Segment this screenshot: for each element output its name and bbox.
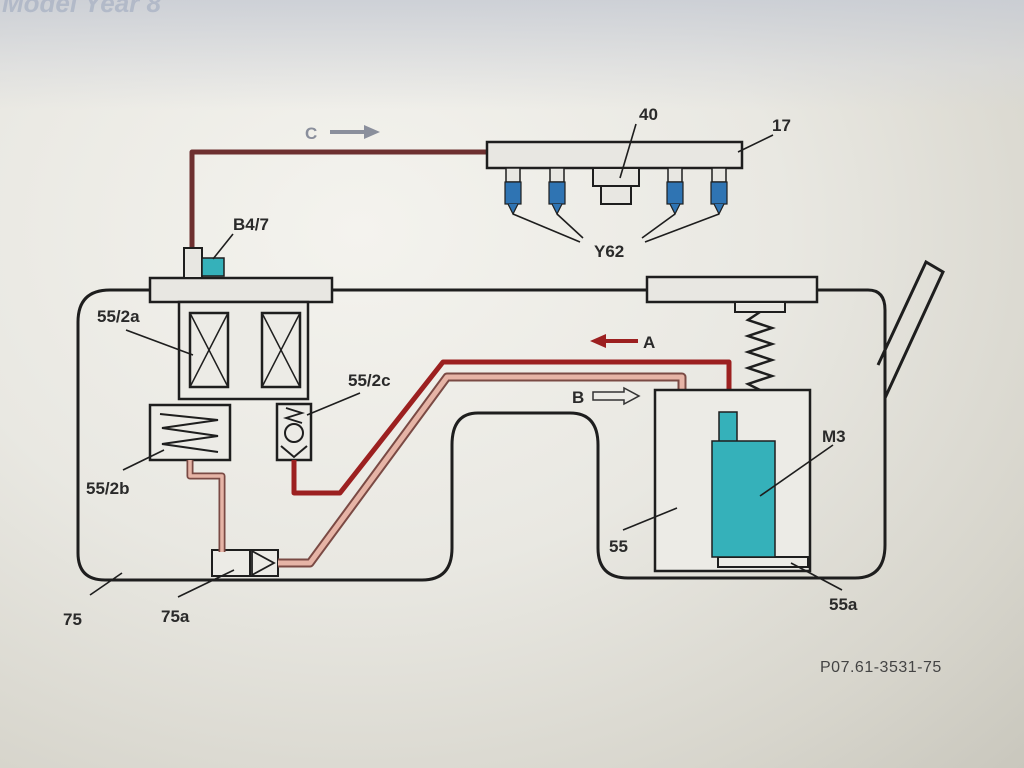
- filler-neck: [876, 259, 945, 399]
- damper-line: [186, 460, 226, 552]
- figure-code: P07.61-3531-75: [820, 659, 942, 676]
- filter-element-left: [188, 311, 230, 389]
- injector-4: [710, 167, 728, 216]
- label-fuel-rail-feed-c: C: [305, 124, 317, 143]
- label-jet-pump: 75a: [161, 607, 190, 626]
- right-flange: [645, 275, 819, 304]
- rail-feed-line: [189, 149, 490, 250]
- filter-element-right: [260, 311, 302, 389]
- page-header: Model Year 8: [2, 0, 161, 18]
- fuel-pump: [711, 440, 776, 558]
- label-swirl-pot: 55: [609, 537, 628, 556]
- label-fuel-tank: 75: [63, 610, 82, 629]
- label-pressure-regulator: 40: [639, 105, 658, 124]
- label-flow-a: A: [643, 333, 655, 352]
- outlet-fitting: [183, 247, 203, 279]
- label-fuel-pressure-sensor: B4/7: [233, 215, 269, 234]
- injector-3: [666, 167, 684, 216]
- label-injectors: Y62: [594, 242, 624, 261]
- flow-arrow-b: [592, 386, 641, 406]
- flow-arrow-c: [330, 125, 380, 139]
- injector-2: [548, 167, 566, 216]
- label-fuel-pump: M3: [822, 427, 846, 446]
- spring-plate: [734, 301, 786, 313]
- supply-line: [291, 359, 732, 496]
- pressure-regulator: [592, 167, 640, 187]
- label-flow-b: B: [572, 388, 584, 407]
- filter-housing: [177, 300, 310, 401]
- flow-arrow-a: [590, 334, 638, 348]
- label-filter: 55/2a: [97, 307, 140, 326]
- fuel-rail: [485, 140, 744, 170]
- leader-lines: [89, 123, 843, 598]
- label-pressure-damper: 55/2b: [86, 479, 129, 498]
- fuel-pressure-sensor: [201, 257, 225, 277]
- label-fuel-rail: 17: [772, 116, 791, 135]
- fuel-tank-outline: [76, 288, 887, 582]
- pump-outlet: [718, 411, 738, 443]
- return-line: [278, 372, 687, 568]
- swirl-pot-spring: [744, 310, 776, 392]
- screen-glare: [0, 0, 1024, 110]
- label-swirl-pot-base: 55a: [829, 595, 858, 614]
- label-check-valve: 55/2c: [348, 371, 391, 390]
- left-flange: [148, 276, 334, 304]
- injector-1: [504, 167, 522, 216]
